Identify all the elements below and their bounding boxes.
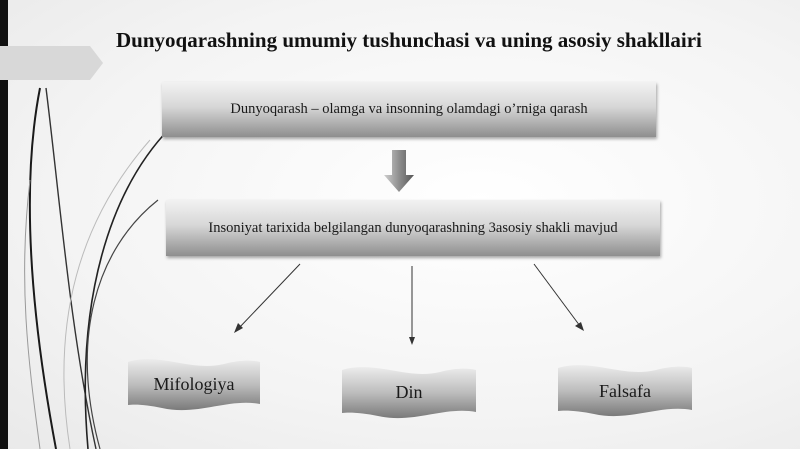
statement-box: Insoniyat tarixida belgilangan dunyoqara… <box>166 200 660 256</box>
swoosh-line-6 <box>24 179 41 449</box>
left-tab-shape <box>0 46 103 80</box>
swoosh-line-3 <box>84 127 171 449</box>
arrowhead-falsafa <box>575 322 584 331</box>
shape-falsafa <box>558 365 692 417</box>
swoosh-line-2 <box>45 87 97 449</box>
form-label-din: Din <box>395 382 423 402</box>
statement-text: Insoniyat tarixida belgilangan dunyoqara… <box>208 219 618 236</box>
arrowhead-din <box>409 337 415 345</box>
definition-box: Dunyoqarash – olamga va insonning olamda… <box>162 82 656 137</box>
shape-din <box>342 367 476 419</box>
down-arrow <box>384 150 414 192</box>
slide-title: Dunyoqarashning umumiy tushunchasi va un… <box>116 28 702 52</box>
left-accent-bar <box>0 0 8 449</box>
arrow-to-mifologiya <box>237 263 301 330</box>
arrowhead-mifologiya <box>234 323 243 333</box>
swoosh-line-4 <box>86 199 159 449</box>
shape-mifologiya <box>128 359 260 411</box>
swoosh-line-5 <box>63 139 151 449</box>
definition-text: Dunyoqarash – olamga va insonning olamda… <box>230 101 588 117</box>
form-label-falsafa: Falsafa <box>599 381 651 401</box>
form-label-mifologiya: Mifologiya <box>153 374 235 394</box>
swoosh-line-1 <box>28 87 57 449</box>
arrow-to-falsafa <box>533 263 581 327</box>
